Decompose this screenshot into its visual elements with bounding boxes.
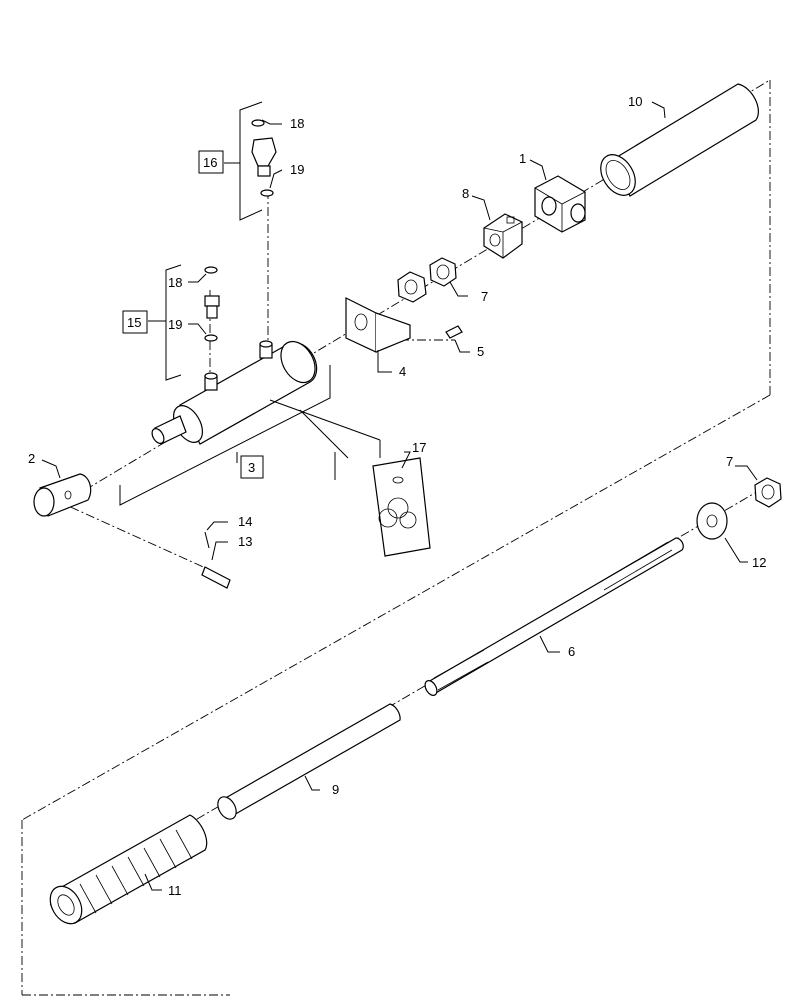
part-11-spring xyxy=(49,814,208,925)
callout-18-lower: 18 xyxy=(168,275,182,290)
callout-19-upper: 19 xyxy=(290,162,304,177)
part-4-mounting-bracket xyxy=(345,297,411,353)
callout-5: 5 xyxy=(477,344,484,359)
kit-15-box xyxy=(122,310,148,334)
kit-brackets xyxy=(119,101,381,506)
callout-9: 9 xyxy=(332,782,339,797)
callout-1: 1 xyxy=(519,151,526,166)
leader-lines xyxy=(41,101,758,891)
part-8-bracket xyxy=(483,213,523,259)
part-5-pin xyxy=(445,325,463,339)
part-10-tube xyxy=(600,83,759,197)
callout-10: 10 xyxy=(628,94,642,109)
kit-3-box xyxy=(240,455,264,479)
part-3-cylinder xyxy=(151,340,318,445)
callout-11: 11 xyxy=(168,883,182,898)
callout-18-upper: 18 xyxy=(290,116,304,131)
part-14-cotter-pin xyxy=(204,531,210,549)
callout-14: 14 xyxy=(238,514,252,529)
callout-2: 2 xyxy=(28,451,35,466)
callout-13: 13 xyxy=(238,534,252,549)
kit-16-box xyxy=(198,150,224,174)
callout-17: 17 xyxy=(412,440,426,455)
callout-4: 4 xyxy=(399,364,406,379)
callout-6: 6 xyxy=(568,644,575,659)
callout-12: 12 xyxy=(752,555,766,570)
callout-19-lower: 19 xyxy=(168,317,182,332)
part-6-threaded-rod xyxy=(424,537,684,696)
part-9-spacer-tube xyxy=(217,703,401,820)
callout-7-upper: 7 xyxy=(481,289,488,304)
part-16-elbow-fitting xyxy=(251,119,277,197)
part-7-lock-nut xyxy=(397,271,427,303)
callout-15: 15 xyxy=(127,315,141,330)
part-15-straight-fitting xyxy=(204,266,220,342)
part-17-seal-kit xyxy=(372,457,431,557)
callout-8: 8 xyxy=(462,186,469,201)
part-7-nut-upper xyxy=(429,257,457,287)
callout-7-end: 7 xyxy=(726,454,733,469)
callout-16: 16 xyxy=(203,155,217,170)
callout-labels: 10 1 8 7 5 4 18 19 16 18 19 15 2 3 17 14… xyxy=(28,94,766,898)
part-13-clevis-pin xyxy=(201,566,231,589)
callout-3: 3 xyxy=(248,460,255,475)
part-2-clevis xyxy=(33,473,92,517)
part-1-block xyxy=(534,175,586,233)
part-7-end-nut xyxy=(754,477,782,508)
part-12-washer xyxy=(696,502,728,540)
